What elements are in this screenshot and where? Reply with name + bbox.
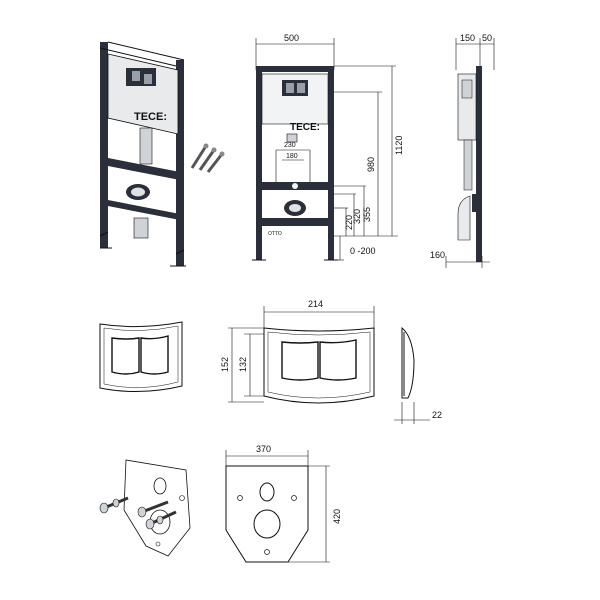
flush-plate-front: 214 152 132: [220, 299, 375, 404]
dim-pipe-230: 230: [284, 142, 296, 149]
frame-logo-front: TECE:: [290, 122, 320, 133]
dim-depth-160: 160: [430, 250, 445, 260]
dim-adjust-range: 0 -200: [350, 246, 376, 256]
dim-plate-height-outer: 152: [220, 357, 230, 372]
dim-plate-height-inner: 132: [238, 357, 248, 372]
dim-height-220: 220: [344, 215, 354, 230]
insulation-mat-perspective: [99, 459, 191, 557]
mounting-bolts: [99, 496, 177, 530]
frame-front-view: 500 TECE: 230 180 OTTO 1120: [252, 33, 404, 261]
frame-perspective-view: TECE:: [99, 41, 186, 267]
dim-frame-width: 500: [284, 33, 299, 43]
frame-side-view: 150 50 160: [430, 33, 495, 268]
dim-frame-height: 1120: [394, 136, 404, 155]
flush-plate-side: 22: [394, 326, 442, 424]
fixing-screws: [190, 143, 225, 173]
dim-height-320: 320: [352, 209, 362, 224]
dim-mat-width: 370: [256, 444, 271, 454]
flush-plate-perspective: [99, 321, 183, 393]
dim-frame-height-inner: 980: [366, 157, 376, 172]
dim-height-355: 355: [362, 207, 372, 222]
dim-plate-width: 214: [308, 299, 323, 309]
dim-plate-depth: 22: [432, 410, 442, 420]
frame-logo-left: TECE:: [134, 111, 167, 123]
insulation-mat-front: 370 420: [225, 444, 342, 563]
dim-mat-height: 420: [332, 509, 342, 524]
dim-pipe-180: 180: [286, 153, 298, 160]
dim-depth-50: 50: [482, 33, 492, 43]
frame-small-label: OTTO: [268, 231, 282, 237]
dim-depth-150: 150: [460, 33, 475, 43]
